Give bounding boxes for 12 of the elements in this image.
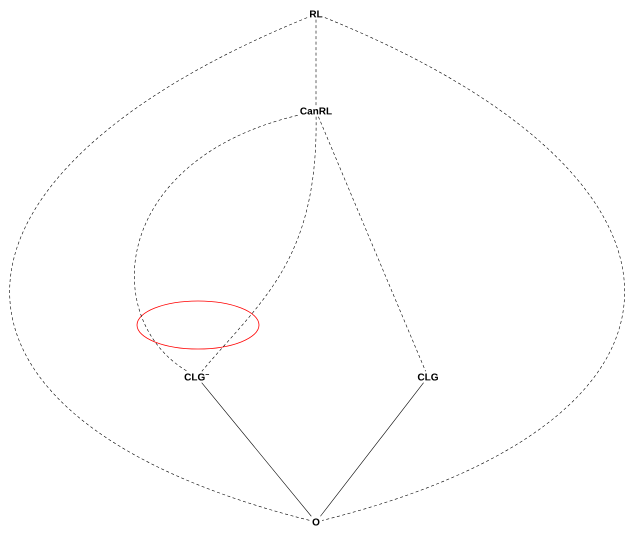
node-label: CLG <box>418 373 438 381</box>
connector-line <box>201 382 312 517</box>
connector-line <box>320 382 424 517</box>
node-label: RL <box>310 10 322 18</box>
node-label: CanRL <box>300 107 332 115</box>
node-label: CLG$^{−}$ <box>184 373 210 381</box>
connector-line <box>134 115 298 372</box>
connector-line <box>9 17 310 521</box>
connector-line <box>318 116 426 372</box>
node-label: O <box>312 518 320 526</box>
connector-line <box>322 17 625 521</box>
connector-line <box>202 116 316 372</box>
